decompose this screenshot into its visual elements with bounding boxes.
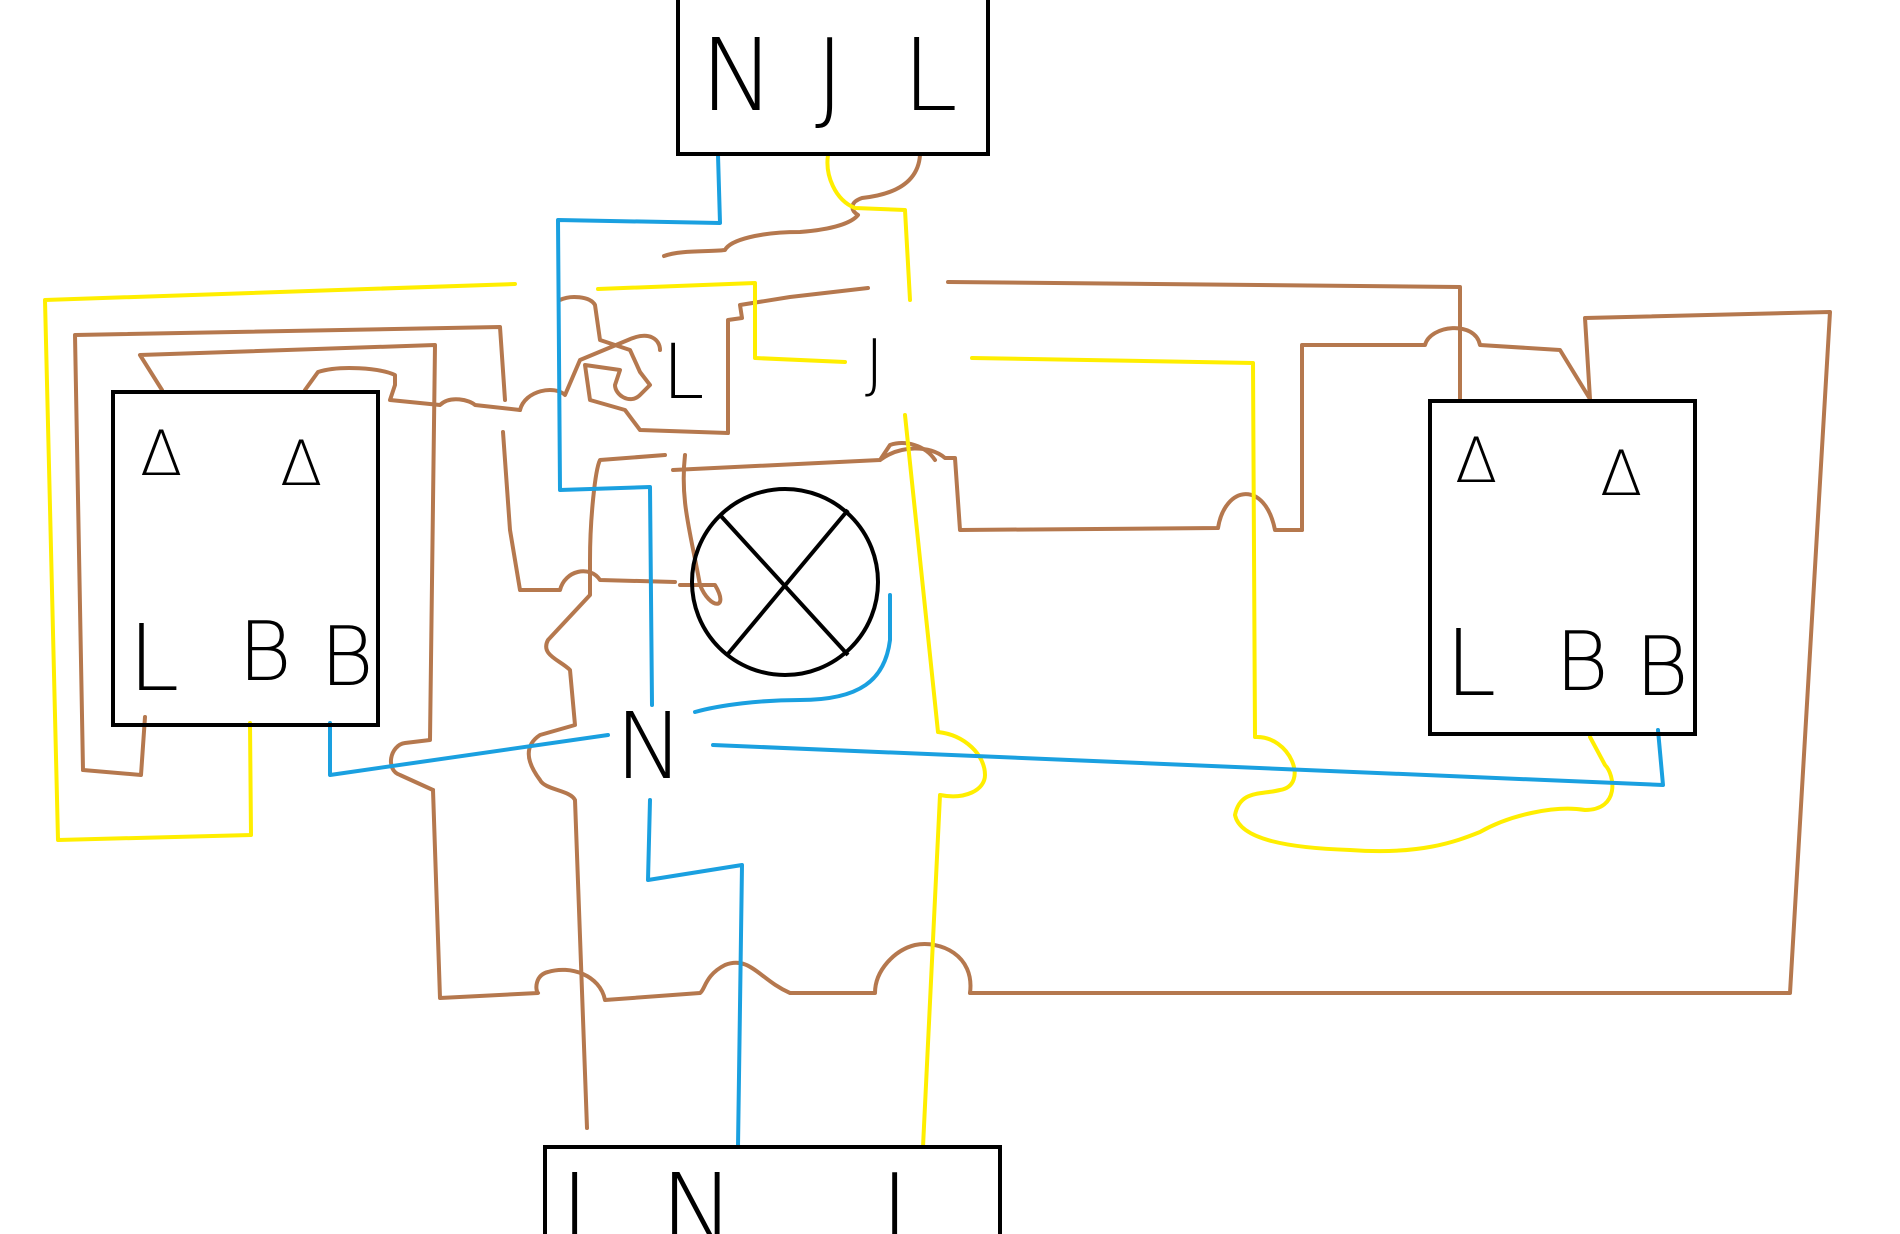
right-switch-symbol-2: Δ xyxy=(1600,437,1642,510)
left-switch-symbol-2: Δ xyxy=(280,427,322,500)
live-wire-junction-loop xyxy=(588,453,667,562)
neutral-wire-right xyxy=(711,728,1665,787)
junction-label-earth: J xyxy=(865,327,884,401)
live-wire-left-bottom xyxy=(81,715,147,777)
bottom-terminal-box xyxy=(543,1145,1002,1234)
right-switch-symbol-1: Δ xyxy=(1455,424,1497,497)
earth-wires xyxy=(43,153,1615,1149)
live-wire-left-outer xyxy=(73,325,507,772)
right-switch: Δ Δ L B B xyxy=(1428,399,1697,736)
left-switch-symbol-1: Δ xyxy=(140,417,182,490)
junction-label-live: L xyxy=(662,327,704,416)
bottom-terminal-block: L N J xyxy=(543,1145,1002,1234)
neutral-wires xyxy=(328,153,1665,1149)
live-wire-left-feed xyxy=(138,343,437,792)
earth-wire-supply xyxy=(825,153,912,302)
left-switch-terminal-b1: B xyxy=(238,605,292,700)
live-wire-cross-3 xyxy=(526,558,592,1130)
bottom-terminal-label-l: L xyxy=(560,1152,616,1234)
top-terminal-label-n: N xyxy=(700,17,775,134)
earth-wire-right xyxy=(970,356,1615,854)
neutral-wire-lamp xyxy=(693,593,892,714)
live-wire-bottom xyxy=(431,788,973,1002)
lamp-circle xyxy=(690,487,880,677)
left-switch: Δ Δ L B B xyxy=(111,390,380,727)
earth-wire-left-junction xyxy=(596,281,847,364)
right-switch-terminal-b2: B xyxy=(1635,620,1689,715)
neutral-wire-down xyxy=(646,798,744,1149)
right-switch-terminal-b1: B xyxy=(1555,615,1609,710)
live-wire-lamp-right xyxy=(671,446,1304,532)
right-switch-box xyxy=(1428,399,1697,736)
top-terminal-label-l: L xyxy=(902,17,958,134)
live-wire-L-junction xyxy=(558,286,870,435)
junction-label-neutral: N xyxy=(615,693,684,800)
right-switch-terminal-l: L xyxy=(1445,610,1496,717)
earth-wire-left xyxy=(43,282,517,842)
earth-wire-down xyxy=(903,413,987,1149)
live-wire-under-junction xyxy=(878,441,937,462)
live-wire-lamp-left xyxy=(678,453,723,606)
top-terminal-block: N J L xyxy=(676,0,990,156)
neutral-wire-supply xyxy=(556,153,722,707)
left-switch-box xyxy=(111,390,380,727)
top-terminal-box xyxy=(676,0,990,156)
live-wire-right-switch-feed xyxy=(1300,326,1592,532)
live-wire-cross-1 xyxy=(518,333,662,412)
lamp-cross-line-2 xyxy=(725,508,850,657)
neutral-wire-left xyxy=(328,721,610,777)
top-terminal-label-j: J xyxy=(815,17,845,134)
live-wire-right-loop xyxy=(968,310,1832,995)
left-switch-terminal-b2: B xyxy=(320,610,374,705)
lamp-cross-icon xyxy=(690,487,880,677)
live-wire-right-top xyxy=(946,280,1462,401)
live-wire-supply xyxy=(662,153,922,258)
bottom-terminal-label-j: J xyxy=(880,1152,910,1234)
live-wire-cross-2 xyxy=(501,430,677,592)
left-switch-terminal-l: L xyxy=(128,605,179,712)
live-wire-left-B2 xyxy=(303,366,522,412)
bottom-terminal-label-n: N xyxy=(660,1152,735,1234)
